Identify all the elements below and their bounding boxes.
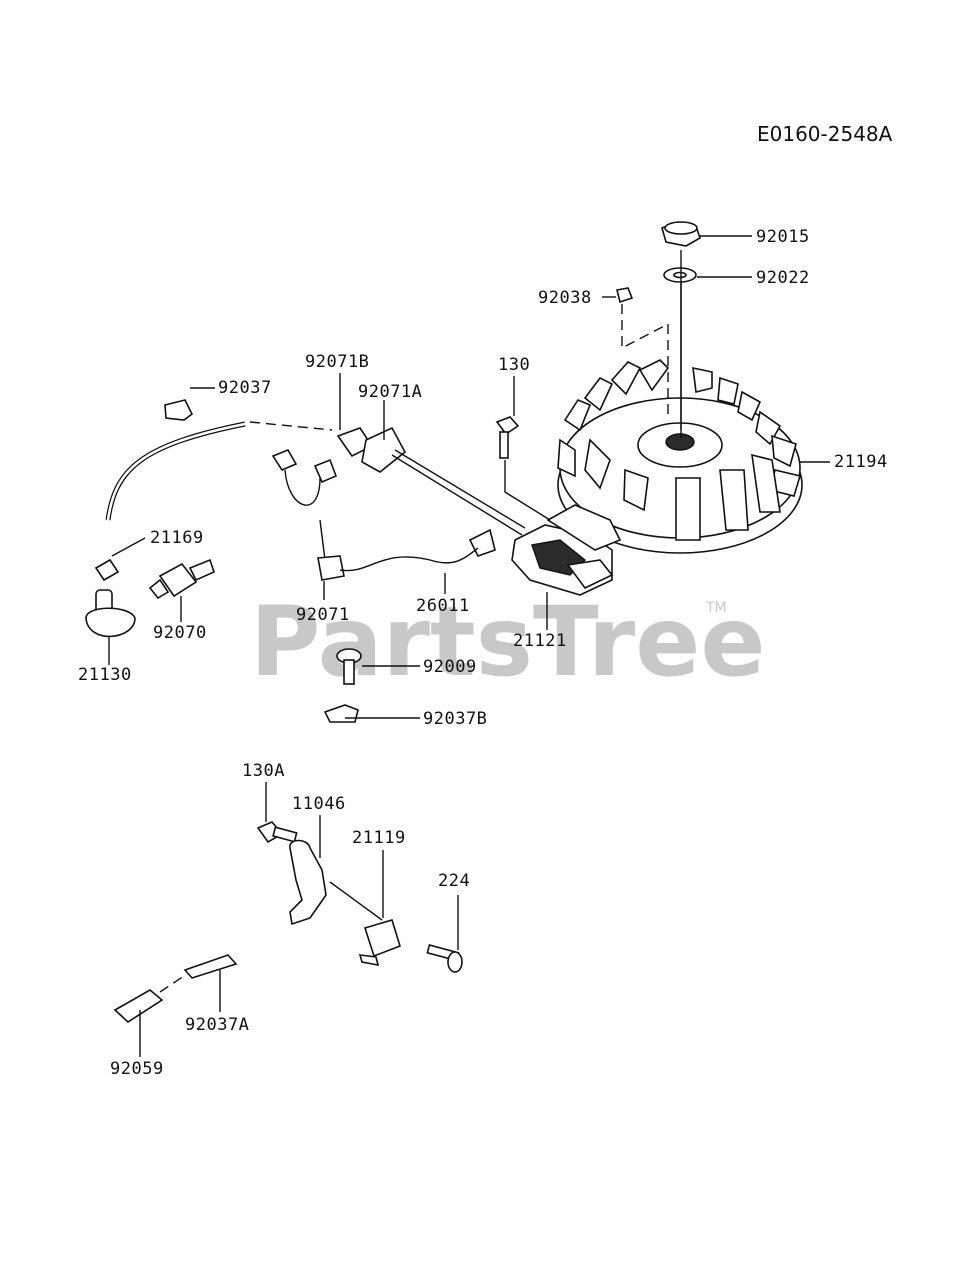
ignition-coil-drawing <box>468 504 622 596</box>
callout-21121: 21121 <box>513 631 567 651</box>
callout-92037: 92037 <box>218 378 272 398</box>
clamp-92037A-drawing <box>183 954 238 979</box>
callout-224: 224 <box>438 871 470 891</box>
plug-cap-end-drawing <box>94 558 120 582</box>
key-dashed-path <box>621 304 669 420</box>
callout-21119: 21119 <box>352 828 406 848</box>
callout-130: 130 <box>498 355 530 375</box>
callout-92009: 92009 <box>423 657 477 677</box>
bolt-224-drawing <box>426 944 463 973</box>
callout-92015: 92015 <box>756 227 810 247</box>
callout-92071B: 92071B <box>305 352 369 372</box>
callout-92037A: 92037A <box>185 1015 249 1035</box>
callout-92059: 92059 <box>110 1059 164 1079</box>
nut-drawing <box>661 221 701 247</box>
plate-11046-drawing <box>289 839 327 926</box>
document-id: E0160-2548A <box>757 122 893 146</box>
screw-92009-drawing <box>336 648 362 685</box>
callout-130A: 130A <box>242 761 285 781</box>
flywheel-drawing <box>557 359 803 554</box>
leader-lines <box>108 235 830 1057</box>
callout-92070: 92070 <box>153 623 207 643</box>
callout-92022: 92022 <box>756 268 810 288</box>
parts-tree-watermark: PartsTree <box>250 586 765 698</box>
washer-hole <box>673 271 687 279</box>
spark-plug-drawing <box>148 558 215 600</box>
callout-92071: 92071 <box>296 605 350 625</box>
callout-21194: 21194 <box>834 452 888 472</box>
pin-92059-drawing <box>113 989 164 1024</box>
bolt-130A-drawing <box>256 821 298 844</box>
callout-92071A: 92071A <box>358 382 422 402</box>
clip-21119-drawing <box>358 919 401 967</box>
callout-92037B: 92037B <box>423 709 487 729</box>
callout-21130: 21130 <box>78 665 132 685</box>
callout-92038: 92038 <box>538 288 592 308</box>
bracket-92037B-drawing <box>323 704 359 723</box>
plug-cap-21130-drawing <box>85 589 136 638</box>
key-drawing <box>616 287 634 304</box>
watermark-trademark: TM <box>705 600 727 616</box>
stop-switch-drawing <box>336 426 526 536</box>
callout-21169: 21169 <box>150 528 204 548</box>
callout-11046: 11046 <box>292 794 346 814</box>
bolt-130-drawing <box>495 416 520 459</box>
ground-lead-drawing <box>271 448 479 581</box>
clamp-92037-drawing <box>164 399 194 421</box>
callout-26011: 26011 <box>416 596 470 616</box>
